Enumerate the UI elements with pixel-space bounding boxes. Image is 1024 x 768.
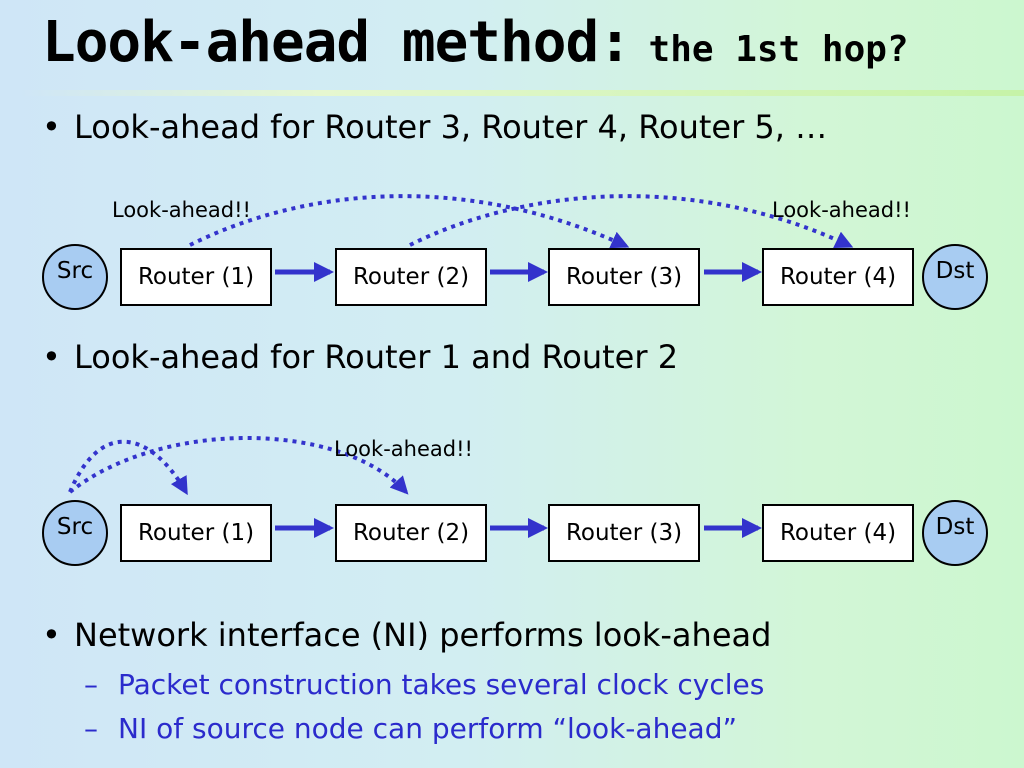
bullet-1: • Look-ahead for Router 3, Router 4, Rout…: [42, 108, 827, 146]
dash-marker: –: [84, 668, 98, 701]
bullet-2-text: Look-ahead for Router 1 and Router 2: [74, 338, 679, 376]
d2-router-1: Router (1): [120, 504, 272, 562]
sub-bullet-1-text: Packet construction takes several clock …: [118, 668, 765, 701]
sub-bullet-2-text: NI of source node can perform “look-ahea…: [118, 712, 737, 745]
dash-marker: –: [84, 712, 98, 745]
bullet-marker: •: [42, 108, 61, 146]
title-sub: the 1st hop?: [648, 29, 909, 70]
sub-bullet-1: –Packet construction takes several clock…: [84, 668, 764, 701]
d1-router-3: Router (3): [548, 248, 700, 306]
title-main: Look-ahead method:: [42, 10, 632, 75]
d1-src-node: Src: [42, 244, 108, 310]
d2-src-label: Src: [56, 514, 94, 540]
d2-router-2: Router (2): [335, 504, 487, 562]
sub-bullet-2: –NI of source node can perform “look-ahe…: [84, 712, 737, 745]
bullet-marker: •: [42, 338, 61, 376]
d2-dst-node: Dst: [922, 500, 988, 566]
title-underline: [20, 90, 1024, 96]
d1-src-label: Src: [56, 258, 94, 284]
d1-dst-node: Dst: [922, 244, 988, 310]
d2-router-4: Router (4): [762, 504, 914, 562]
d1-router-2: Router (2): [335, 248, 487, 306]
d2-src-node: Src: [42, 500, 108, 566]
slide-title: Look-ahead method: the 1st hop?: [42, 10, 909, 75]
bullet-3-text: Network interface (NI) performs look-ahe…: [74, 616, 772, 654]
bullet-2: • Look-ahead for Router 1 and Router 2: [42, 338, 678, 376]
d1-router-4: Router (4): [762, 248, 914, 306]
bullet-marker: •: [42, 616, 61, 654]
d1-lookahead-label-2: Look-ahead!!: [772, 198, 911, 222]
bullet-1-text: Look-ahead for Router 3, Router 4, Route…: [74, 108, 828, 146]
d2-lookahead-label: Look-ahead!!: [334, 437, 473, 461]
d2-dst-label: Dst: [935, 514, 975, 540]
d1-lookahead-label-1: Look-ahead!!: [112, 198, 251, 222]
d2-router-3: Router (3): [548, 504, 700, 562]
d2-lookahead-arc-1: [68, 439, 188, 496]
d1-router-1: Router (1): [120, 248, 272, 306]
d1-dst-label: Dst: [935, 258, 975, 284]
bullet-3: • Network interface (NI) performs look-ah…: [42, 616, 771, 654]
d1-lookahead-arc-1: [189, 194, 630, 249]
